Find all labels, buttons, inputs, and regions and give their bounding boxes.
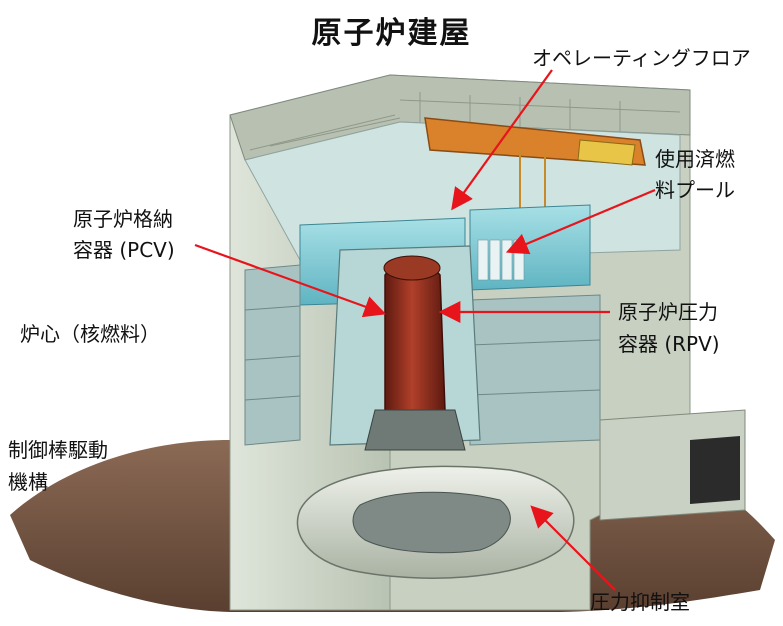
rpv-head (383, 255, 441, 281)
label-pcv-line2: 容器 (PCV) (73, 238, 175, 262)
label-spent-fuel-pool-line2: 料プール (655, 178, 735, 202)
side-tunnel-opening (690, 436, 740, 504)
label-suppression-chamber: 圧力抑制室 (590, 590, 690, 614)
label-core: 炉心（核燃料） (20, 322, 160, 346)
label-operating-floor: オペレーティングフロア (532, 46, 751, 70)
roof-truss (249, 92, 681, 151)
label-crd-line1: 制御棒駆動 (8, 438, 108, 462)
arrow-pcv (194, 243, 387, 318)
crd-area (364, 409, 466, 451)
suppression-inner-cavity (352, 491, 511, 554)
arrow-operating-floor (451, 69, 553, 211)
label-pcv-line1: 原子炉格納 (73, 207, 173, 231)
label-rpv-line1: 原子炉圧力 (618, 300, 718, 324)
crane-trolley (577, 139, 636, 166)
label-crd-line2: 機構 (8, 470, 48, 494)
label-spent-fuel-pool-line1: 使用済燃 (655, 147, 735, 171)
interior-floors (244, 264, 601, 446)
arrow-spent-fuel-pool (505, 188, 656, 255)
label-rpv-line2: 容器 (RPV) (618, 332, 720, 356)
arrow-suppression-chamber (530, 505, 616, 591)
page-title: 原子炉建屋 (311, 16, 472, 51)
